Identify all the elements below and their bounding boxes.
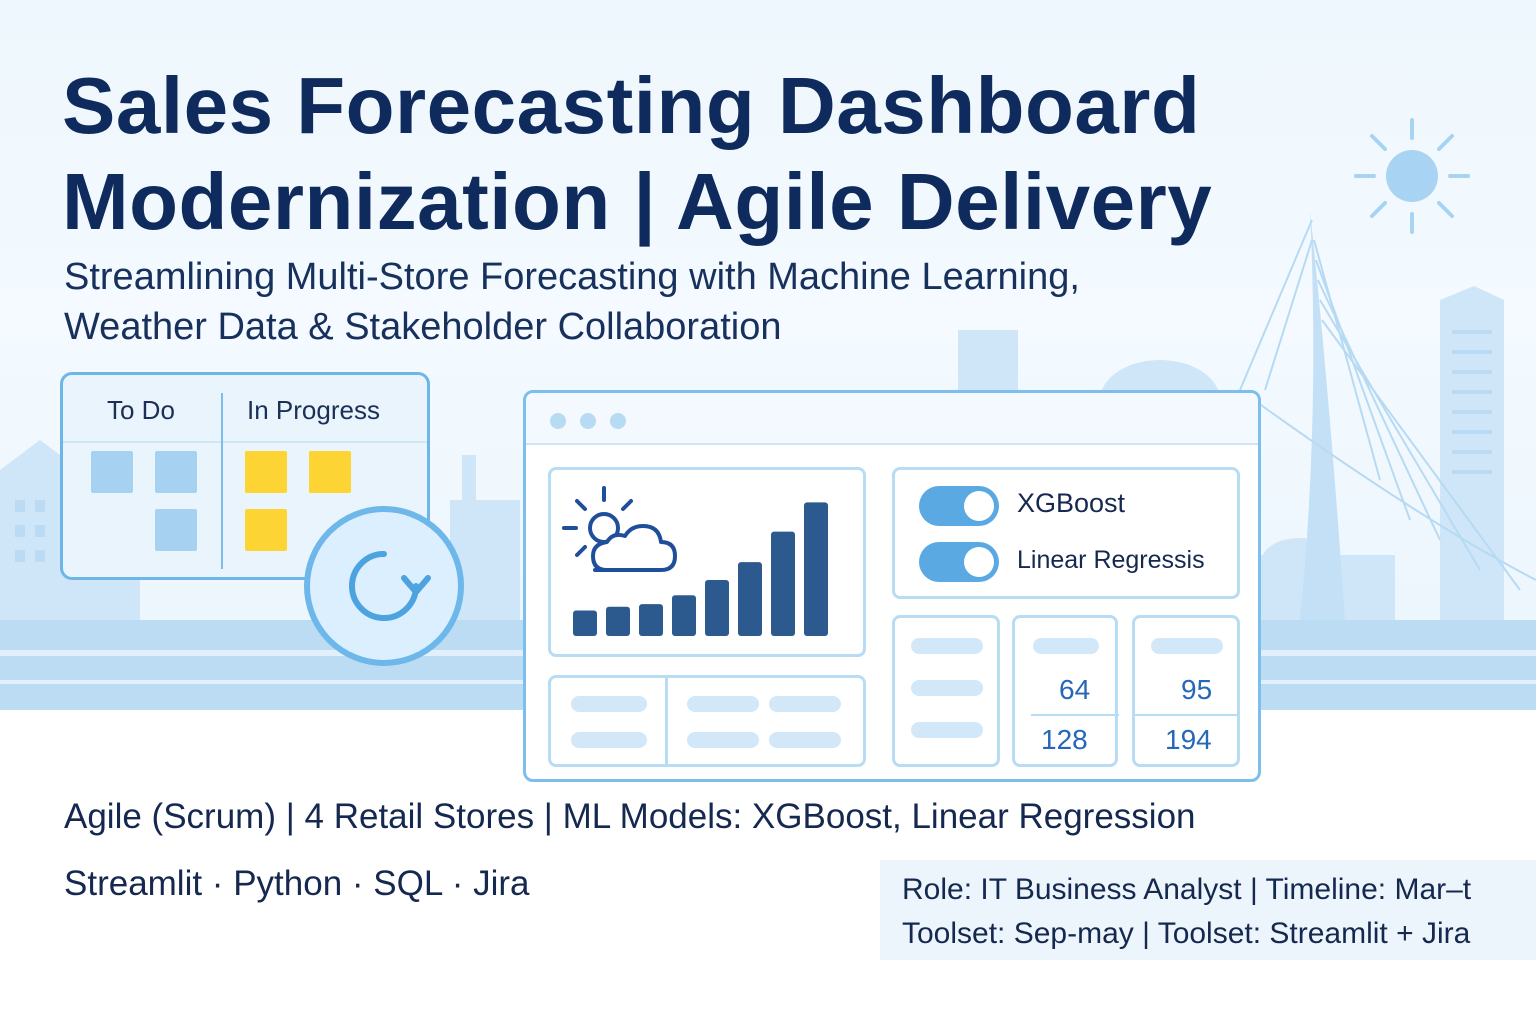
forecast-chart	[562, 486, 828, 636]
placeholder-bar	[1151, 638, 1223, 654]
forecast-chart-panel	[548, 467, 866, 657]
metric-divider	[1031, 714, 1119, 716]
kanban-card[interactable]	[155, 509, 197, 551]
kanban-card[interactable]	[245, 509, 287, 551]
chart-bar	[639, 604, 663, 636]
window-titlebar	[526, 393, 1258, 445]
title-line-2: Modernization | Agile Delivery	[62, 157, 1213, 246]
subtitle: Streamlining Multi-Store Forecasting wit…	[64, 252, 1080, 352]
placeholder-bar	[687, 732, 759, 748]
placeholder-bar	[1033, 638, 1099, 654]
sun-icon	[1354, 118, 1470, 234]
chart-bar	[672, 595, 696, 636]
toggle-knob	[964, 547, 994, 577]
placeholder-bar	[571, 696, 647, 712]
list-panel	[892, 615, 1000, 767]
kanban-column-todo-title: To Do	[107, 395, 175, 425]
page-title: Sales Forecasting Dashboard Modernizatio…	[62, 58, 1212, 250]
linear-regression-label: Linear Regressis	[1017, 546, 1205, 574]
placeholder-bar	[911, 680, 983, 696]
placeholder-bar	[769, 696, 841, 712]
model-toggles-panel: XGBoost Linear Regressis	[892, 467, 1240, 599]
metrics-panel-b: 95 194	[1132, 615, 1240, 767]
subtitle-line-1: Streamlining Multi-Store Forecasting wit…	[64, 256, 1080, 298]
summary-panel-a	[548, 675, 866, 767]
chart-bar	[804, 502, 828, 636]
panel-divider	[665, 678, 668, 764]
toolset-line: Toolset: Sep-may | Toolset: Streamlit + …	[902, 917, 1471, 950]
kanban-card[interactable]	[245, 451, 287, 493]
placeholder-bar	[911, 638, 983, 654]
metric-value: 95	[1181, 674, 1213, 705]
role-line: Role: IT Business Analyst | Timeline: Ma…	[902, 873, 1472, 906]
kanban-column-inprogress-title: In Progress	[247, 395, 380, 425]
role-timeline-box: Role: IT Business Analyst | Timeline: Ma…	[880, 860, 1536, 960]
window-dot[interactable]	[550, 413, 566, 429]
kanban-header-divider	[63, 441, 427, 443]
placeholder-bar	[911, 722, 983, 738]
xgboost-toggle[interactable]	[919, 486, 999, 526]
placeholder-bar	[571, 732, 647, 748]
toggle-knob	[964, 491, 994, 521]
sync-badge	[304, 506, 464, 666]
chart-bar	[738, 562, 762, 636]
chart-bar	[771, 531, 795, 636]
window-dot[interactable]	[580, 413, 596, 429]
project-summary: Agile (Scrum) | 4 Retail Stores | ML Mod…	[64, 797, 1196, 836]
dashboard-window: XGBoost Linear Regressis 64 128 95 194	[523, 390, 1261, 782]
title-line-1: Sales Forecasting Dashboard	[62, 61, 1201, 150]
chart-bar	[573, 610, 597, 636]
window-dot[interactable]	[610, 413, 626, 429]
refresh-icon	[349, 551, 431, 621]
placeholder-bar	[687, 696, 759, 712]
partly-cloudy-icon	[562, 486, 677, 572]
metric-value: 194	[1165, 724, 1212, 755]
kanban-card[interactable]	[309, 451, 351, 493]
metric-value: 64	[1059, 674, 1091, 705]
linear-regression-toggle[interactable]	[919, 542, 999, 582]
tech-stack: Streamlit · Python · SQL · Jira	[64, 864, 530, 903]
metric-value: 128	[1041, 724, 1088, 755]
placeholder-bar	[769, 732, 841, 748]
kanban-card[interactable]	[91, 451, 133, 493]
metrics-panel-a: 64 128	[1012, 615, 1119, 767]
xgboost-label: XGBoost	[1017, 488, 1126, 518]
chart-bar	[705, 580, 729, 636]
chart-bar	[606, 606, 630, 636]
kanban-column-divider	[221, 393, 223, 569]
subtitle-line-2: Weather Data & Stakeholder Collaboration	[64, 306, 782, 348]
metric-divider	[1135, 714, 1239, 716]
kanban-card[interactable]	[155, 451, 197, 493]
bar-series	[573, 502, 828, 636]
